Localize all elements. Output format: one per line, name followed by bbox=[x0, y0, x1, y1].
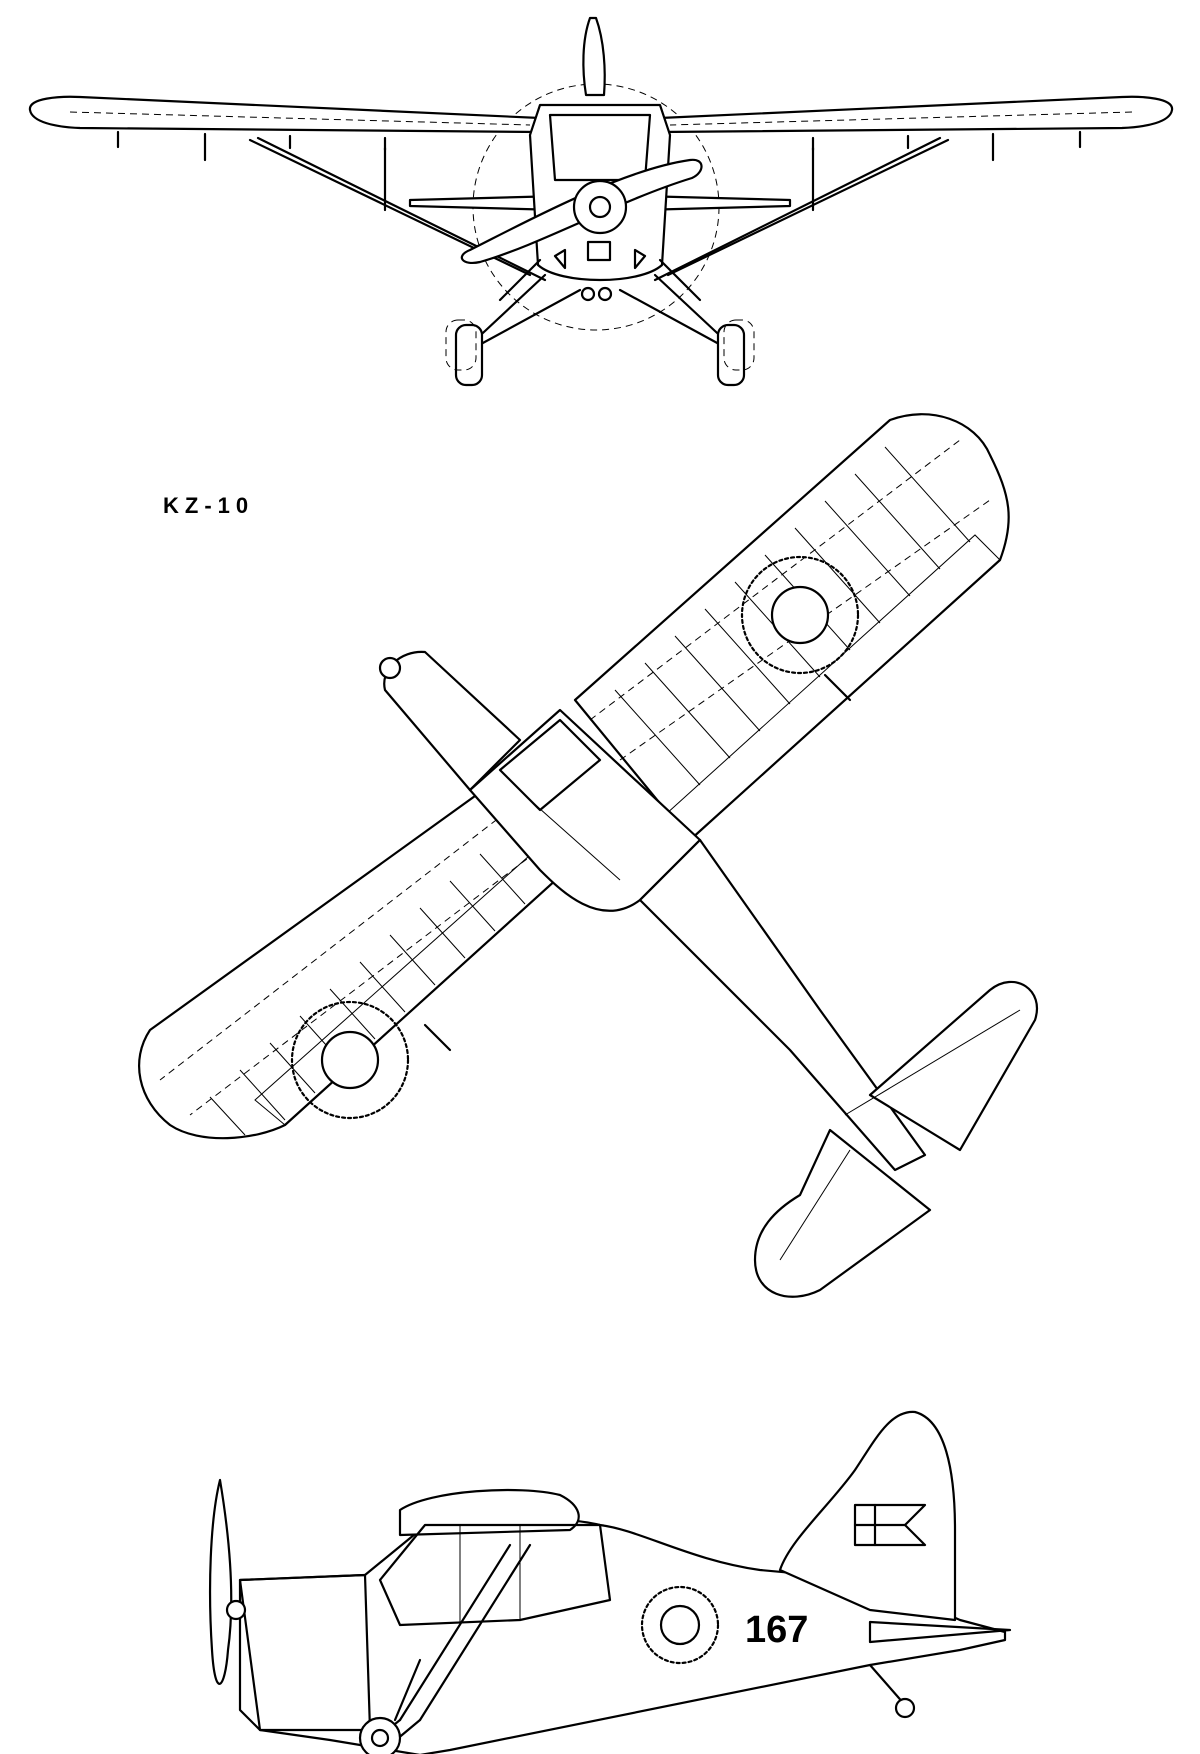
tail-wheel-side bbox=[894, 1697, 916, 1719]
propeller-side bbox=[208, 1478, 233, 1685]
fin-front bbox=[582, 16, 606, 97]
nose-top bbox=[383, 650, 522, 792]
spinner-side bbox=[225, 1599, 247, 1621]
main-wheel-side bbox=[358, 1716, 402, 1754]
fin-side bbox=[778, 1410, 957, 1622]
spinner-front bbox=[572, 179, 628, 235]
rear-fuselage-top bbox=[638, 838, 927, 1172]
roundel-left-wing bbox=[290, 1000, 410, 1120]
left-wing-ribs bbox=[209, 799, 586, 1136]
side-view: 167 bbox=[208, 1410, 1012, 1754]
right-tailplane-top bbox=[868, 980, 1038, 1152]
registration-number: 167 bbox=[745, 1609, 808, 1651]
left-wing-front bbox=[28, 95, 542, 134]
aircraft-designation: KZ-10 bbox=[163, 493, 255, 518]
right-wing-front bbox=[658, 95, 1174, 134]
right-wheel-front bbox=[716, 323, 746, 387]
cabin-side bbox=[378, 1523, 612, 1627]
front-view bbox=[28, 16, 1174, 387]
roundel-right-wing bbox=[740, 555, 860, 675]
wing-side bbox=[398, 1488, 580, 1537]
left-wheel-front bbox=[454, 323, 484, 387]
fin-flag bbox=[853, 1503, 927, 1547]
left-wing-top bbox=[137, 758, 602, 1140]
left-tailplane-top bbox=[753, 1128, 932, 1298]
top-view bbox=[137, 413, 1038, 1298]
roundel-fuselage bbox=[640, 1585, 720, 1665]
tailplane-side bbox=[868, 1620, 1012, 1644]
right-wing-ribs bbox=[614, 446, 971, 786]
spinner-top bbox=[378, 656, 402, 680]
